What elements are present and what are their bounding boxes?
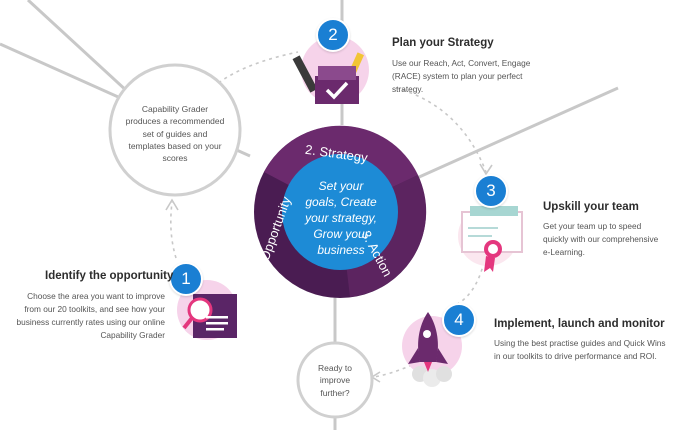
center-line: Set your	[318, 179, 364, 193]
step-4-badge: 4	[442, 303, 476, 337]
step-2-title: Plan your Strategy	[392, 37, 494, 49]
step-1-title: Identify the opportunity	[45, 270, 174, 282]
grader-line: produces a recommended	[125, 116, 225, 127]
grader-line: scores	[162, 153, 188, 164]
desc-line: from our 20 toolkits, and see how your	[24, 303, 165, 314]
step-2-desc: Use our Reach, Act, Convert, Engage (RAC…	[392, 57, 562, 96]
center-text: Set your goals, Create your strategy, Gr…	[286, 179, 396, 259]
desc-line: strategy.	[392, 83, 424, 94]
step-1-badge: 1	[169, 262, 203, 296]
desc-line: Get your team up to speed	[543, 221, 642, 231]
step-2-badge: 2	[316, 18, 350, 52]
desc-line: e-Learning.	[543, 246, 585, 257]
desc-line: (RACE) system to plan your perfect	[392, 70, 523, 81]
capability-grader-text: Capability Grader produces a recommended…	[118, 103, 232, 165]
desc-line: quickly with our comprehensive	[543, 233, 659, 244]
ready-line: improve	[319, 375, 351, 386]
center-line: your strategy,	[305, 210, 377, 225]
step-4-desc: Using the best practise guides and Quick…	[494, 337, 699, 363]
step-4-title: Implement, launch and monitor	[494, 318, 665, 330]
ready-circle	[296, 341, 374, 419]
ready-line: further?	[320, 387, 350, 398]
capability-grader-circle	[108, 63, 242, 197]
desc-line: Choose the area you want to improve	[27, 291, 165, 301]
desc-line: Capability Grader	[100, 329, 165, 340]
ready-text: Ready to improve further?	[305, 362, 365, 399]
pens-clipboard-icon	[292, 36, 369, 104]
step-3-badge: 3	[474, 174, 508, 208]
magnifier-document-icon	[177, 280, 237, 340]
grader-line: Capability Grader	[141, 104, 209, 114]
center-line: Grow your	[313, 226, 369, 241]
central-wheel	[254, 125, 427, 298]
center-disc	[282, 154, 398, 270]
desc-line: Using the best practise guides and Quick…	[494, 338, 666, 348]
grader-line: set of guides and	[142, 128, 208, 139]
certificate-icon	[458, 206, 523, 272]
desc-line: Use our Reach, Act, Convert, Engage	[392, 58, 531, 68]
ready-line: Ready to	[317, 363, 353, 373]
desc-line: in our toolkits to drive performance and…	[494, 350, 657, 361]
center-line: goals, Create	[305, 194, 377, 209]
grader-line: templates based on your	[128, 140, 222, 151]
desc-line: business currently rates using our onlin…	[16, 316, 165, 327]
step-3-title: Upskill your team	[543, 201, 639, 213]
step-1-desc: Choose the area you want to improve from…	[0, 290, 165, 341]
center-line: business	[317, 242, 365, 257]
step-3-desc: Get your team up to speed quickly with o…	[543, 220, 693, 259]
